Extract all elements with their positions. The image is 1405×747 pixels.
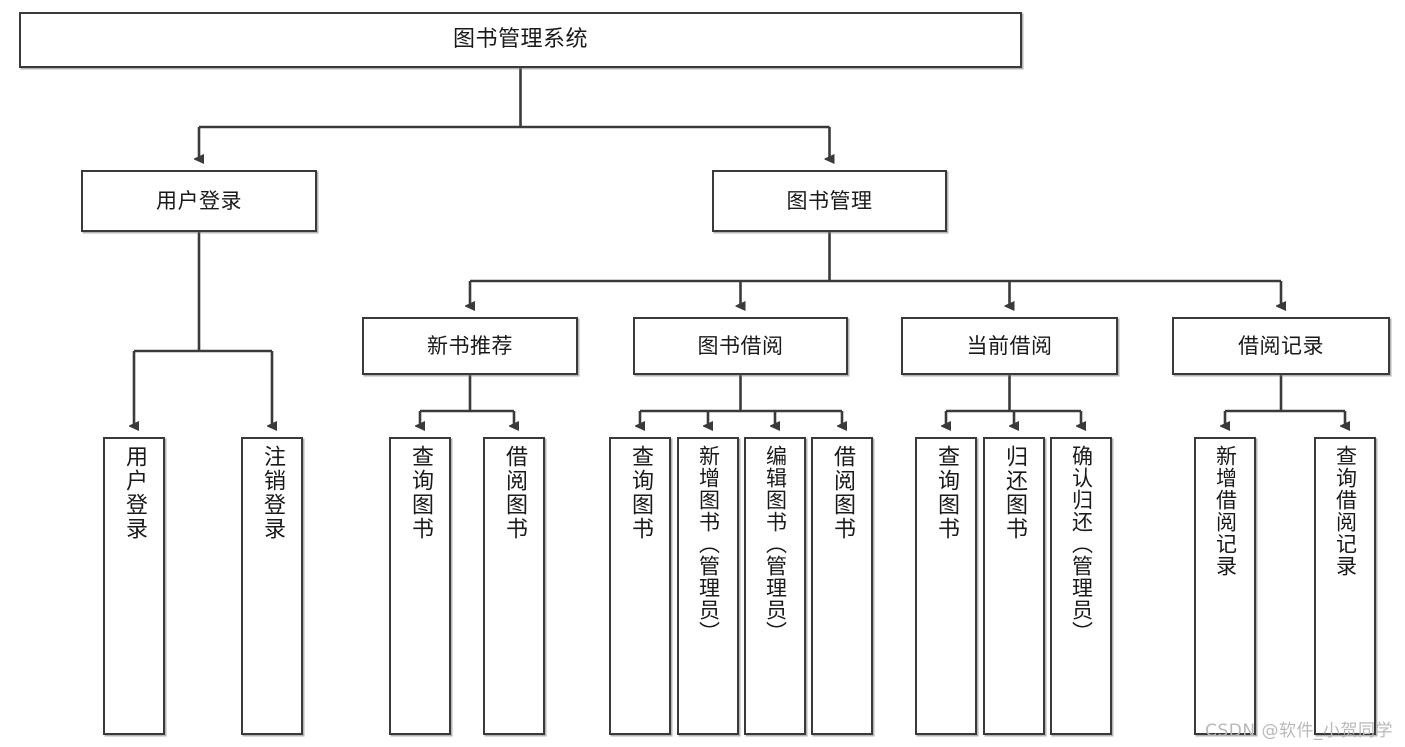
node-leaf-confirm[interactable]: 确认归还（管理员） <box>1050 437 1112 735</box>
node-leaf-edit[interactable]: 编辑图书（管理员） <box>744 437 806 735</box>
node-leaf-logout[interactable]: 注销登录 <box>241 437 303 735</box>
node-label-borrow: 图书借阅 <box>697 333 784 358</box>
node-book-mgmt[interactable]: 图书管理 <box>712 170 947 232</box>
node-user-login[interactable]: 用户登录 <box>81 170 317 232</box>
node-label-leaf-q1: 查询图书 <box>408 445 433 541</box>
node-leaf-b1[interactable]: 借阅图书 <box>483 437 545 735</box>
node-leaf-q2[interactable]: 查询图书 <box>609 437 671 735</box>
node-label-leaf-confirm: 确认归还（管理员） <box>1069 445 1094 643</box>
node-label-leaf-logout: 注销登录 <box>260 445 285 541</box>
node-borrow[interactable]: 图书借阅 <box>633 317 848 375</box>
node-leaf-return[interactable]: 归还图书 <box>983 437 1045 735</box>
node-label-leaf-b1: 借阅图书 <box>502 445 527 541</box>
node-label-leaf-return: 归还图书 <box>1002 445 1027 541</box>
node-new-rec[interactable]: 新书推荐 <box>362 317 578 375</box>
node-label-new-rec: 新书推荐 <box>427 333 513 358</box>
node-label-records: 借阅记录 <box>1238 333 1324 358</box>
node-records[interactable]: 借阅记录 <box>1172 317 1390 375</box>
node-label-book-mgmt: 图书管理 <box>786 188 873 213</box>
node-leaf-qrec[interactable]: 查询借阅记录 <box>1314 437 1376 735</box>
node-root[interactable]: 图书管理系统 <box>19 12 1022 68</box>
node-label-user-login: 用户登录 <box>156 188 242 213</box>
node-label-leaf-b2: 借阅图书 <box>830 445 855 541</box>
node-label-leaf-addrec: 新增借阅记录 <box>1213 445 1238 577</box>
node-leaf-addrec[interactable]: 新增借阅记录 <box>1194 437 1256 735</box>
node-leaf-add[interactable]: 新增图书（管理员） <box>677 437 739 735</box>
node-leaf-q1[interactable]: 查询图书 <box>389 437 451 735</box>
node-label-leaf-add: 新增图书（管理员） <box>696 445 721 643</box>
node-label-current: 当前借阅 <box>966 333 1053 358</box>
node-leaf-q3[interactable]: 查询图书 <box>915 437 977 735</box>
node-label-leaf-q3: 查询图书 <box>934 445 959 541</box>
node-label-leaf-qrec: 查询借阅记录 <box>1333 445 1358 577</box>
node-label-root: 图书管理系统 <box>452 27 588 53</box>
node-label-leaf-login: 用户登录 <box>122 445 147 541</box>
node-label-leaf-edit: 编辑图书（管理员） <box>763 445 788 643</box>
node-leaf-login[interactable]: 用户登录 <box>103 437 165 735</box>
node-current[interactable]: 当前借阅 <box>901 317 1118 375</box>
node-label-leaf-q2: 查询图书 <box>628 445 653 541</box>
node-leaf-b2[interactable]: 借阅图书 <box>811 437 873 735</box>
